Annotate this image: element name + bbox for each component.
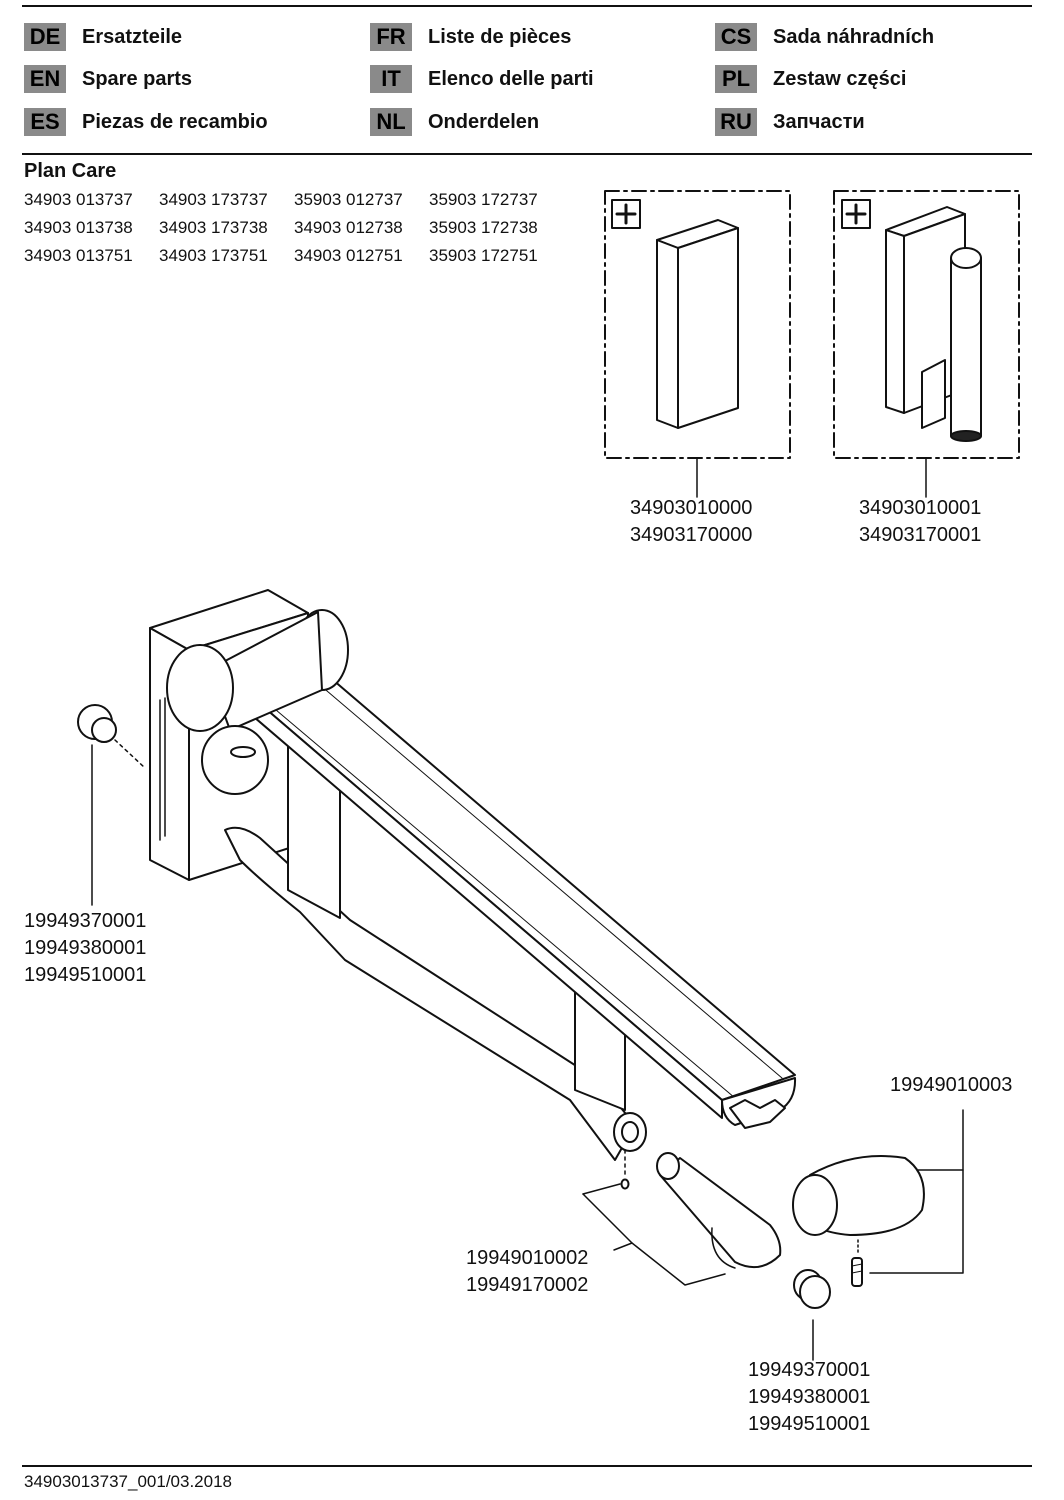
article-number: 34903 173737	[159, 190, 268, 209]
lang-row-es: ES Piezas de recambio	[24, 107, 268, 137]
lang-code: CS	[715, 23, 757, 51]
footer-rule	[22, 1465, 1032, 1467]
paper-holder-drawing	[885, 206, 982, 442]
support-rail-drawing	[149, 589, 797, 1161]
set-screw-drawing	[620, 1149, 630, 1190]
lang-label: Onderdelen	[428, 110, 540, 133]
lang-label: Elenco delle parti	[428, 67, 594, 90]
lang-row-nl: NL Onderdelen	[370, 107, 539, 137]
lang-row-cs: CS Sada náhradních	[715, 22, 934, 52]
part-number: 19949010003	[890, 1074, 1013, 1096]
lang-code: EN	[24, 65, 66, 93]
article-number-grid: 34903 013737 34903 173737 35903 012737 3…	[24, 189, 564, 266]
paper-holder-accessory-box	[833, 190, 1020, 498]
plus-icon	[841, 199, 871, 229]
lang-label: Zestaw części	[773, 67, 907, 90]
lang-label: Piezas de recambio	[82, 110, 268, 133]
part-number: 19949170002	[466, 1274, 589, 1296]
lang-label: Sada náhradních	[773, 25, 935, 48]
part-number: 19949370001	[24, 910, 147, 932]
lang-code: RU	[715, 108, 757, 136]
part-number: 34903010000	[630, 497, 753, 519]
part-number: 19949010002	[466, 1247, 589, 1269]
lang-code: NL	[370, 108, 412, 136]
cover-plate-accessory-box	[604, 190, 791, 498]
product-title: Plan Care	[24, 160, 117, 182]
article-number: 34903 012738	[294, 218, 403, 237]
cap-bottom-drawing	[793, 1269, 831, 1361]
part-number: 34903170001	[859, 524, 982, 546]
part-number: 19949510001	[24, 964, 147, 986]
part-number-cap-left: 19949370001 19949380001 19949510001	[24, 908, 146, 989]
lang-code: IT	[370, 65, 412, 93]
header-rule	[22, 153, 1032, 155]
hinge-front	[166, 644, 234, 732]
part-number: 19949380001	[24, 937, 147, 959]
article-number: 34903 173738	[159, 218, 268, 237]
article-number: 34903 013737	[24, 190, 133, 209]
lang-label: Spare parts	[82, 67, 193, 90]
handle-drawing	[792, 1109, 964, 1287]
article-number: 35903 172738	[429, 218, 538, 237]
lang-code: FR	[370, 23, 412, 51]
article-number: 34903 013738	[24, 218, 133, 237]
article-number: 34903 013751	[24, 246, 133, 265]
part-number: 34903170000	[630, 524, 753, 546]
article-number: 34903 012751	[294, 246, 403, 265]
part-number: 34903010001	[859, 497, 982, 519]
article-number: 35903 172737	[429, 190, 538, 209]
lang-code: ES	[24, 108, 66, 136]
article-number: 34903 173751	[159, 246, 268, 265]
article-number: 35903 012737	[294, 190, 403, 209]
lang-row-de: DE Ersatzteile	[24, 22, 182, 52]
part-number: 19949370001	[748, 1359, 871, 1381]
part-number-cap-bottom: 19949370001 19949380001 19949510001	[748, 1357, 870, 1438]
cap-left-drawing	[77, 704, 146, 906]
release-knob	[201, 725, 269, 795]
lang-row-ru: RU Запчасти	[715, 107, 865, 137]
holder-pin-drawing	[582, 1152, 782, 1286]
document-id: 34903013737_001/03.2018	[24, 1472, 232, 1491]
lang-row-pl: PL Zestaw części	[715, 64, 906, 94]
lang-row-fr: FR Liste de pièces	[370, 22, 571, 52]
article-number: 35903 172751	[429, 246, 538, 265]
lang-label: Ersatzteile	[82, 25, 183, 48]
lang-label: Liste de pièces	[428, 25, 572, 48]
top-rule	[22, 5, 1032, 7]
part-number: 19949380001	[748, 1386, 871, 1408]
lang-label: Запчасти	[773, 110, 865, 133]
lang-code: PL	[715, 65, 757, 93]
support-tube	[224, 826, 636, 1161]
lang-row-it: IT Elenco delle parti	[370, 64, 594, 94]
lang-row-en: EN Spare parts	[24, 64, 192, 94]
part-number-handle-set: 19949010003	[890, 1072, 1012, 1099]
part-number-cover-plate: 34903010000 34903170000	[630, 495, 752, 549]
part-number: 19949510001	[748, 1413, 871, 1435]
part-number-paper-holder-plate: 34903010001 34903170001	[859, 495, 981, 549]
plus-icon	[611, 199, 641, 229]
lang-code: DE	[24, 23, 66, 51]
cover-plate-drawing	[656, 219, 739, 429]
part-number-holder-pin: 19949010002 19949170002	[466, 1245, 588, 1299]
